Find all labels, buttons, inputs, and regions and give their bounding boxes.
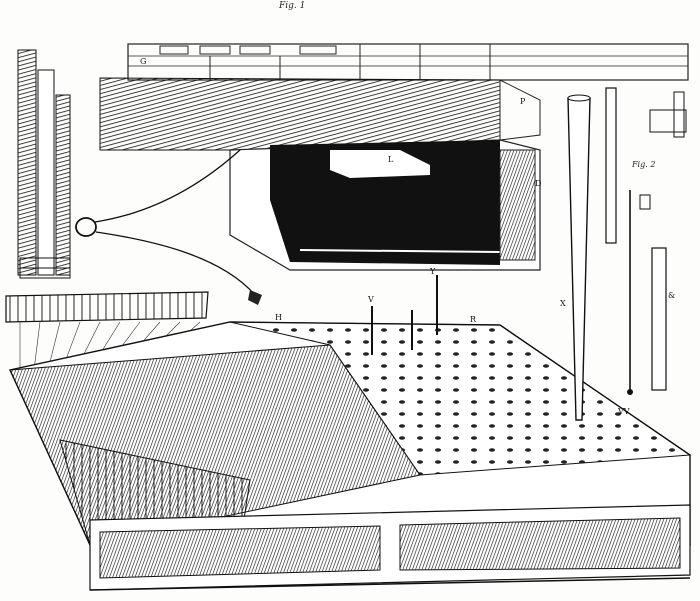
tilted-rod-top <box>567 94 591 102</box>
label-x: X <box>560 299 566 308</box>
label-r: R <box>470 315 477 324</box>
label-d: D <box>535 179 542 188</box>
upright-rods <box>371 275 438 355</box>
main-windchest <box>9 321 692 546</box>
label-amp: & <box>668 291 676 300</box>
label-b: B <box>364 251 370 260</box>
label-f: F <box>470 207 476 216</box>
organ-pipes-left <box>17 49 71 279</box>
inner-chamber <box>229 139 541 271</box>
label-vv: VV <box>618 407 630 416</box>
upper-panel-side <box>499 79 541 141</box>
label-p: P <box>520 97 526 106</box>
right-parts <box>605 87 687 395</box>
label-g: G <box>140 57 147 66</box>
label-l: L <box>388 155 394 164</box>
label-v: V <box>368 295 374 304</box>
spring-arm <box>75 149 262 305</box>
tall-tilted-rod <box>567 97 591 421</box>
upper-hatched-panel <box>99 77 501 151</box>
front-base <box>89 504 691 591</box>
register-rail <box>5 291 209 323</box>
side-figure-title: Fig. 2 <box>632 160 656 169</box>
top-frame <box>127 43 689 81</box>
figure-title: Fig. 1 <box>279 1 306 11</box>
label-y: Y <box>430 267 436 276</box>
label-h: H <box>275 313 282 322</box>
